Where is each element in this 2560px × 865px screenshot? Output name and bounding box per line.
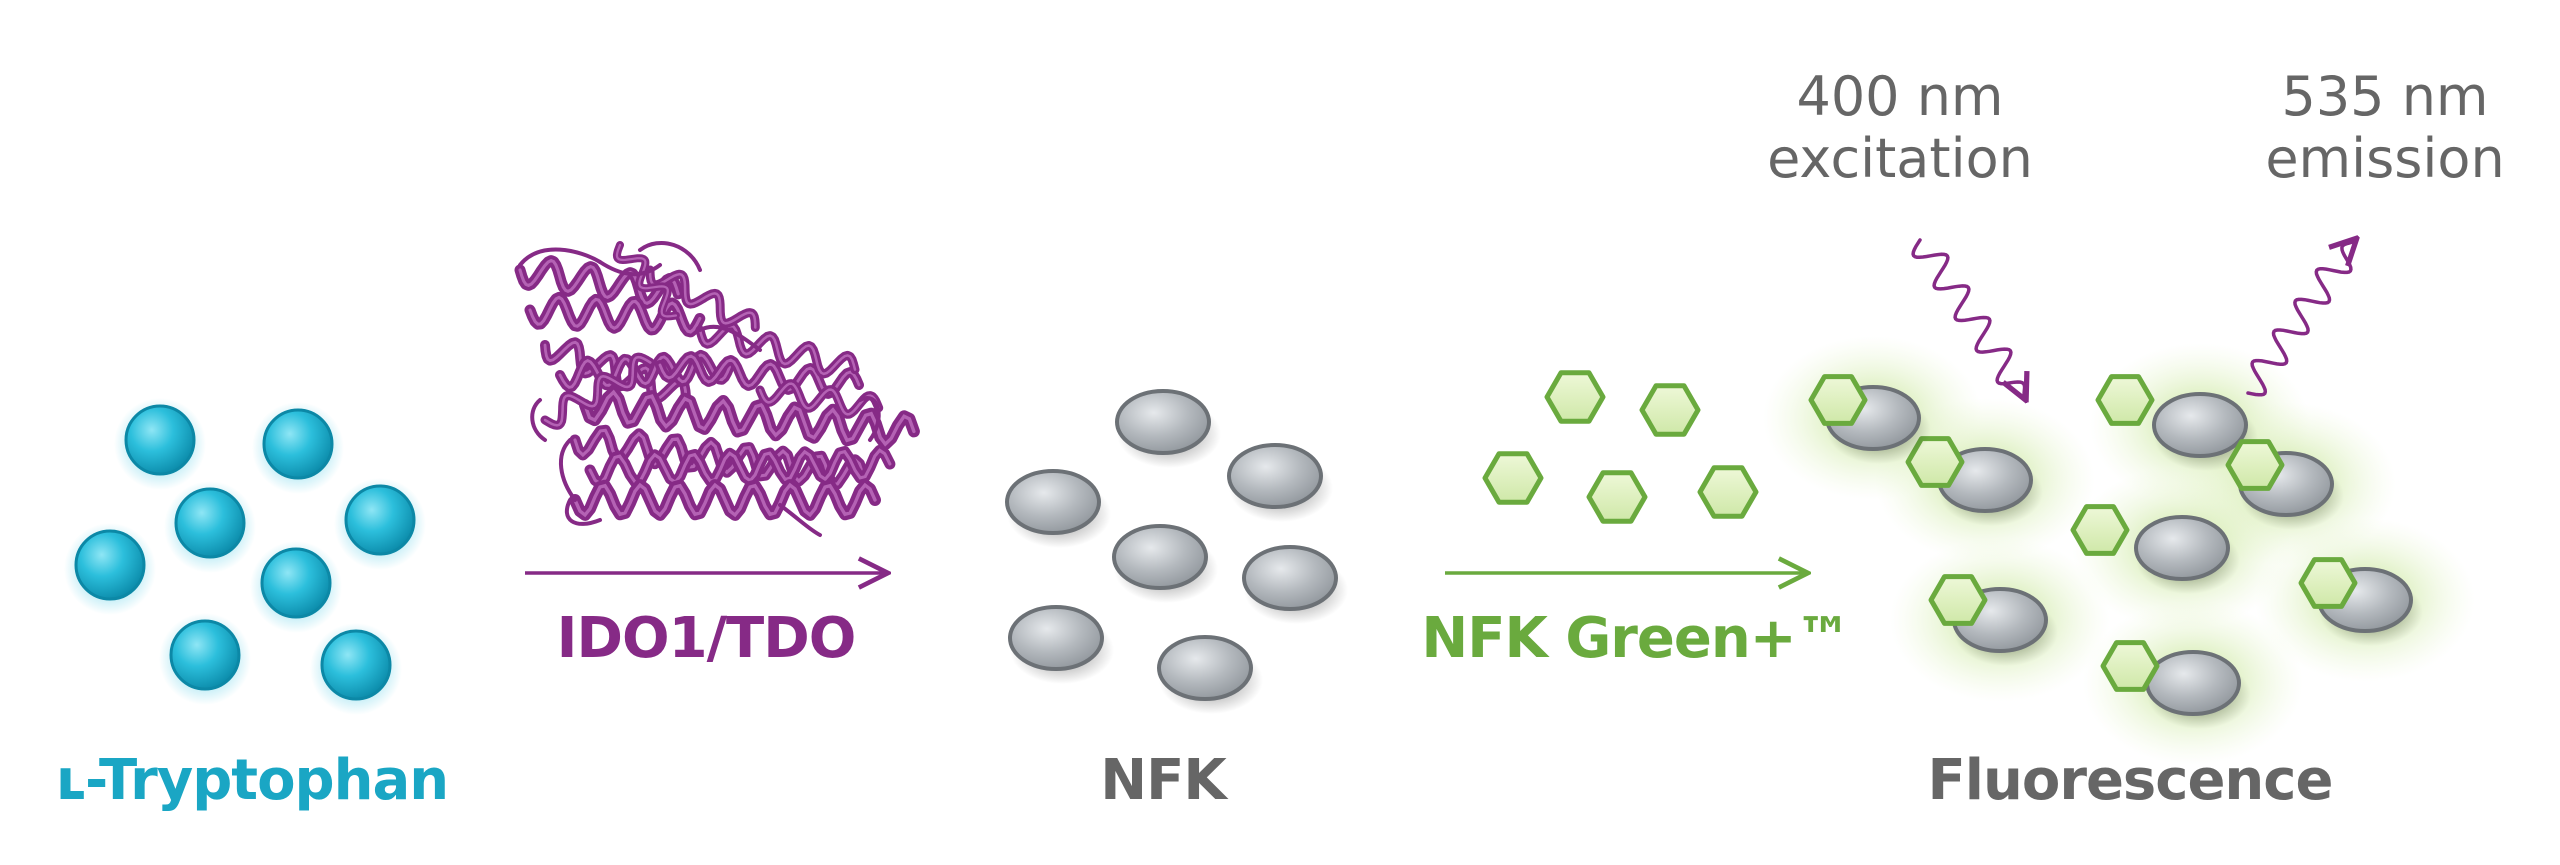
green-hexagon-icon	[1586, 470, 1648, 524]
green-hexagon-icon	[1928, 574, 1988, 626]
blue-sphere-icon	[260, 547, 332, 619]
excitation-word: excitation	[1767, 127, 2033, 190]
protein-helix-highlight	[543, 355, 652, 427]
nfk-molecules	[1005, 389, 1348, 714]
green-hexagon-icon	[1639, 383, 1701, 437]
protein-ribbon-structure-icon	[514, 240, 920, 537]
protein-loop	[698, 324, 762, 352]
emission-wavy-arrow-icon	[2246, 240, 2355, 397]
blue-sphere-icon	[262, 408, 334, 480]
protein-loop	[778, 503, 822, 537]
protein-helix-highlight	[583, 389, 916, 447]
gray-ellipse-icon	[2134, 515, 2230, 581]
blue-sphere-icon	[344, 484, 416, 556]
green-hexagon-icon	[2225, 439, 2285, 491]
gray-ellipse-icon	[1005, 469, 1101, 535]
green-hexagon-icon	[2070, 504, 2130, 556]
gray-ellipse-icon	[1008, 605, 1104, 671]
green-hexagon-icon	[2298, 557, 2358, 609]
green-hexagon-icon	[1697, 465, 1759, 519]
green-hexagon-icon	[1905, 436, 1965, 488]
protein-loop	[530, 398, 547, 442]
gray-ellipse-icon	[1242, 545, 1338, 611]
gray-ellipse-icon	[1157, 635, 1253, 701]
green-hexagon-icon	[1544, 370, 1606, 424]
emission-label: 535 nm emission	[2265, 66, 2504, 190]
fluorescence-label: Fluorescence	[1927, 748, 2334, 813]
protein-helix-highlight	[758, 382, 880, 416]
gray-ellipse-icon	[2152, 392, 2248, 458]
blue-sphere-icon	[74, 529, 146, 601]
protein-loop	[858, 396, 881, 442]
excitation-wavelength: 400 nm	[1796, 65, 2004, 128]
nfk-label: NFK	[1100, 748, 1227, 813]
blue-sphere-icon	[174, 487, 246, 559]
protein-loop	[638, 240, 702, 272]
excitation-label: 400 nm excitation	[1767, 66, 2033, 190]
fluorescent-complexes	[1763, 336, 2475, 765]
blue-sphere-icon	[320, 629, 392, 701]
green-hexagon-icon	[2095, 374, 2155, 426]
protein-helix-highlight	[558, 353, 732, 389]
emission-wavelength: 535 nm	[2281, 65, 2489, 128]
protein-helix-highlight	[615, 243, 678, 318]
protein-helix-highlight	[573, 482, 877, 518]
blue-sphere-icon	[169, 619, 241, 691]
nfk-green-reagent-molecules	[1482, 370, 1759, 524]
gray-ellipse-icon	[1227, 443, 1323, 509]
enzyme-label: IDO1/TDO	[556, 606, 857, 671]
green-hexagon-icon	[1482, 451, 1544, 505]
protein-helix-highlight	[648, 268, 757, 329]
protein-helix-highlight	[528, 295, 702, 334]
protein-loop	[518, 247, 602, 267]
protein-loop	[558, 438, 577, 502]
gray-ellipse-icon	[1115, 389, 1211, 455]
blue-sphere-icon	[124, 404, 196, 476]
reagent-label: NFK Green+™	[1421, 606, 1851, 671]
protein-loop	[564, 498, 602, 526]
protein-loop	[598, 260, 662, 277]
tryptophan-label: ʟ-Tryptophan	[55, 748, 449, 813]
emission-word: emission	[2265, 127, 2505, 190]
green-hexagon-icon	[1808, 374, 1868, 426]
protein-helix-highlight	[518, 258, 680, 305]
gray-ellipse-icon	[2145, 650, 2241, 716]
green-hexagon-icon	[2100, 640, 2160, 692]
tryptophan-molecules	[64, 398, 426, 715]
gray-ellipse-icon	[1112, 524, 1208, 590]
excitation-wavy-arrow-icon	[1911, 238, 2025, 398]
